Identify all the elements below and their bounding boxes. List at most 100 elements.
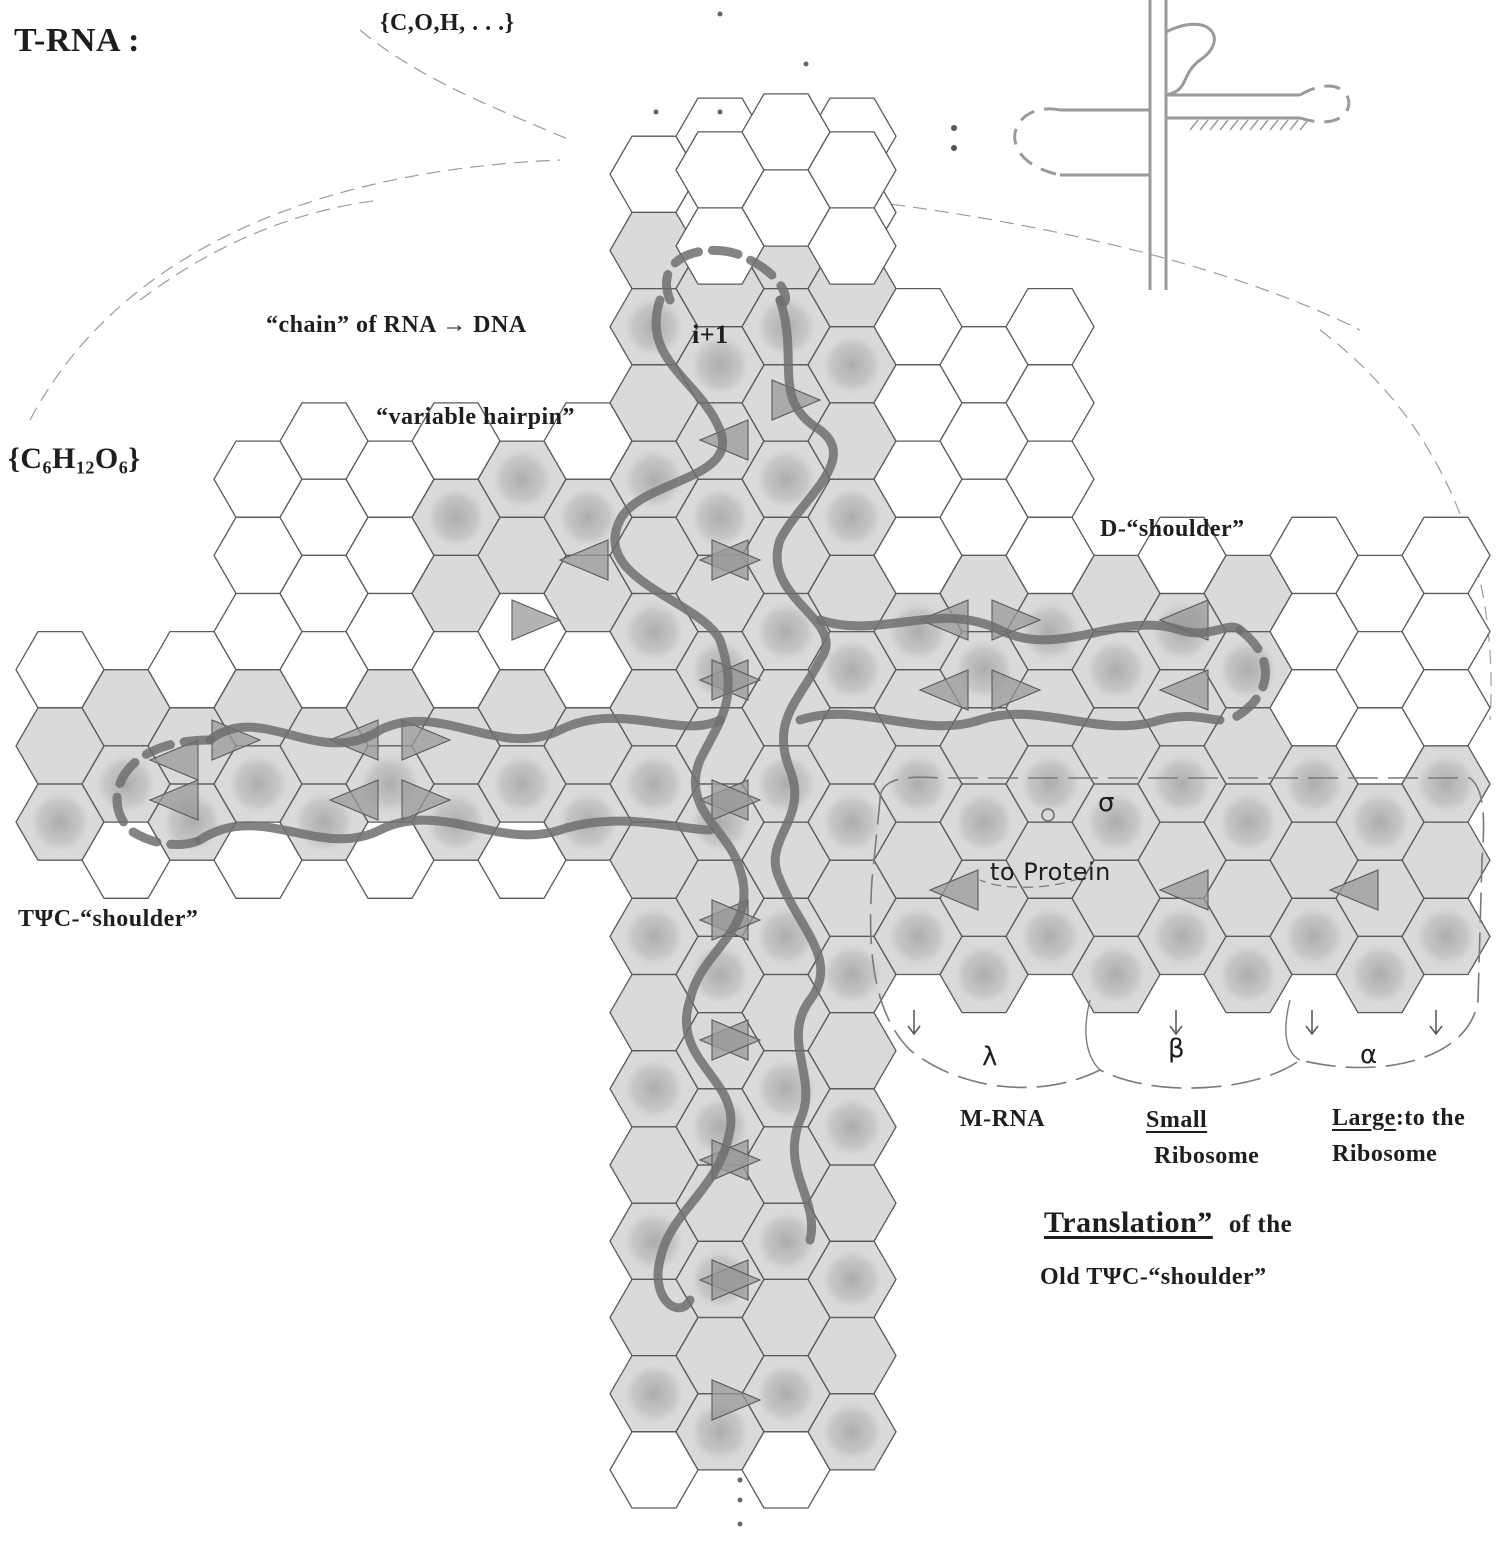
shade-blob [822, 335, 882, 395]
outline-arc [30, 160, 560, 420]
shade-blob [1086, 945, 1146, 1005]
glucose-h-sub: 12 [76, 457, 95, 477]
large-ribosome-text: Ribosome [1332, 1136, 1465, 1172]
large-ribosome-label: Large:to the Ribosome [1332, 1100, 1465, 1172]
shade-blob [822, 1402, 882, 1462]
down-arrow [1430, 1010, 1442, 1034]
glucose-o: O [95, 442, 119, 475]
beta-label: β [1168, 1034, 1185, 1064]
glucose-close: } [128, 442, 140, 475]
old-twc-text: Old TΨC-“shoulder” [1040, 1264, 1267, 1290]
shade-blob [1218, 945, 1278, 1005]
glucose-formula: {C6H12O6} [8, 442, 141, 478]
shade-blob [1350, 945, 1410, 1005]
shade-blob [624, 906, 684, 966]
icon-stem [1150, 0, 1166, 290]
colon-dot [951, 145, 957, 151]
twc-shoulder-text: TΨC-“shoulder” [18, 906, 198, 932]
lambda-label: λ [982, 1042, 998, 1072]
shade-blob [888, 754, 948, 814]
shade-blob [30, 792, 90, 852]
shade-blob [1086, 792, 1146, 852]
icon-left-arm [1060, 110, 1150, 175]
of-the-text: of the [1229, 1211, 1292, 1238]
shade-blob [1416, 906, 1476, 966]
icon-hatch [1220, 120, 1228, 130]
shade-blob [1086, 640, 1146, 700]
shade-blob [1020, 602, 1080, 662]
dot [738, 1522, 743, 1527]
shade-blob [624, 1364, 684, 1424]
i-plus-1-label: i+1 [692, 320, 729, 350]
dot [738, 1478, 743, 1483]
shade-blob [1284, 754, 1344, 814]
outline-arc [360, 30, 570, 140]
down-arrow [1170, 1010, 1182, 1034]
d-shoulder-label: D-“shoulder” [1100, 516, 1245, 543]
shade-blob [228, 754, 288, 814]
shade-blob [822, 945, 882, 1005]
shade-blob [822, 640, 882, 700]
shade-blob [888, 906, 948, 966]
icon-hatch [1200, 120, 1208, 130]
shade-blob [954, 945, 1014, 1005]
icon-hatch [1240, 120, 1248, 130]
shade-blob [954, 792, 1014, 852]
dot [654, 110, 659, 115]
shade-blob [426, 487, 486, 547]
to-protein-label: to Protein [990, 858, 1111, 886]
icon-hatch [1270, 120, 1278, 130]
translation-text: Translation” [1044, 1206, 1213, 1239]
icon-hatch [1250, 120, 1258, 130]
icon-hatch [1300, 120, 1308, 130]
dot [718, 110, 723, 115]
small-ribosome-text: Ribosome [1154, 1138, 1259, 1174]
shade-blob [756, 1364, 816, 1424]
dot [738, 1498, 743, 1503]
shade-blob [1350, 792, 1410, 852]
glucose-h: H [52, 442, 76, 475]
shade-blob [96, 754, 156, 814]
ribosome-divider [1286, 1000, 1300, 1060]
shade-blob [492, 754, 552, 814]
chain-label: “chain” of RNA → DNA [266, 312, 527, 339]
shade-blob [624, 754, 684, 814]
dot [804, 62, 809, 67]
icon-hatch [1210, 120, 1218, 130]
shade-blob [822, 1249, 882, 1309]
shade-blob [1218, 792, 1278, 852]
shade-blob [822, 487, 882, 547]
chain-text: “chain” of RNA → DNA [266, 312, 527, 338]
mrna-text: M-RNA [960, 1106, 1045, 1132]
icon-hatch [1290, 120, 1298, 130]
small-ribosome-label: Small Ribosome [1146, 1102, 1259, 1174]
mrna-label: M-RNA [960, 1106, 1045, 1133]
large-to-the-text: :to the [1396, 1105, 1465, 1131]
element-set-label: {C,O,H, . . .} [380, 10, 515, 37]
dot [718, 12, 723, 17]
element-set-text: {C,O,H, . . .} [380, 10, 515, 36]
shade-blob [558, 487, 618, 547]
page-title: T-RNA : [14, 22, 140, 60]
icon-left-loop [1015, 109, 1060, 175]
shade-blob [822, 792, 882, 852]
icon-hatch [1260, 120, 1268, 130]
alpha-label: α [1360, 1040, 1378, 1070]
shade-blob [624, 1059, 684, 1119]
beta-text: β [1168, 1034, 1185, 1064]
d-shoulder-text: D-“shoulder” [1100, 516, 1245, 542]
large-text: Large [1332, 1105, 1396, 1131]
icon-hatch [1190, 120, 1198, 130]
shade-blob [624, 602, 684, 662]
sigma-label: σ [1098, 788, 1115, 818]
i-plus-1-text: i+1 [692, 320, 729, 349]
down-arrow [1306, 1010, 1318, 1034]
icon-hatch [1280, 120, 1288, 130]
twc-shoulder-label: TΨC-“shoulder” [18, 906, 198, 933]
icon-top-bend [1166, 24, 1214, 95]
colon-dot [951, 125, 957, 131]
icon-right-loop [1300, 86, 1349, 122]
icon-right-arm [1166, 95, 1300, 118]
shade-blob [1020, 906, 1080, 966]
